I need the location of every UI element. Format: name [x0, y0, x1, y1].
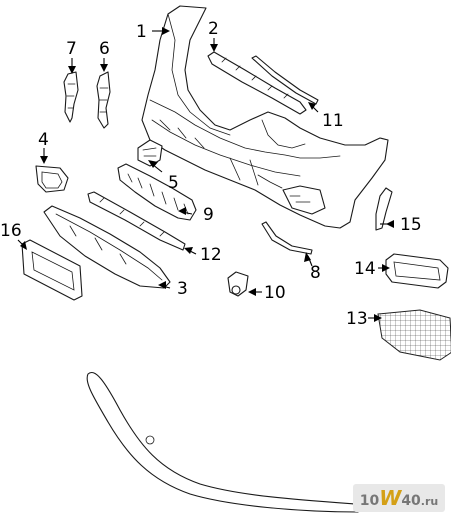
- callout-3: 3: [177, 279, 188, 299]
- callout-5: 5: [168, 173, 179, 193]
- sensor-bracket: [137, 139, 163, 167]
- callout-12: 12: [200, 245, 222, 265]
- chrome-trim-strip: [251, 55, 319, 105]
- upper-grille-strip: [207, 51, 307, 115]
- callout-6: 6: [99, 39, 110, 59]
- watermark-suffix: 40: [401, 493, 421, 509]
- callout-1: 1: [136, 22, 147, 42]
- callout-11: 11: [322, 111, 344, 131]
- callout-15: 15: [400, 215, 422, 235]
- lower-chrome-moulding: [86, 372, 359, 513]
- watermark-letter: W: [379, 486, 402, 510]
- left-side-bracket: [63, 71, 79, 123]
- lower-grille: [117, 163, 197, 221]
- tow-hook-cover: [35, 165, 69, 193]
- side-moulding: [375, 187, 393, 231]
- watermark-logo: 10W40.ru: [353, 484, 445, 512]
- callout-10: 10: [264, 283, 286, 303]
- callout-2: 2: [208, 19, 219, 39]
- callout-labels: 1 2 3 4 5 6 7 8 9 10 11 12 13 14 15 16: [0, 19, 422, 329]
- callout-13: 13: [346, 309, 368, 329]
- callout-7: 7: [66, 39, 77, 59]
- fog-light-bezel: [385, 253, 449, 289]
- callout-14: 14: [354, 259, 376, 279]
- watermark-tld: .ru: [420, 495, 439, 508]
- leader-lines: [17, 27, 394, 322]
- callout-9: 9: [203, 205, 214, 225]
- parking-sensor-holder: [227, 271, 249, 297]
- side-trim-strip: [261, 221, 313, 255]
- watermark-number: 10: [359, 493, 380, 509]
- callout-16: 16: [0, 221, 22, 241]
- callout-4: 4: [38, 130, 49, 150]
- lower-reinforcement-bar: [87, 191, 186, 251]
- right-side-bracket: [96, 71, 111, 129]
- mesh-grille-insert: [377, 309, 451, 361]
- front-bumper-cover: [141, 5, 389, 229]
- lower-spoiler: [43, 205, 171, 289]
- license-plate-bracket: [21, 239, 83, 301]
- callout-8: 8: [310, 263, 321, 283]
